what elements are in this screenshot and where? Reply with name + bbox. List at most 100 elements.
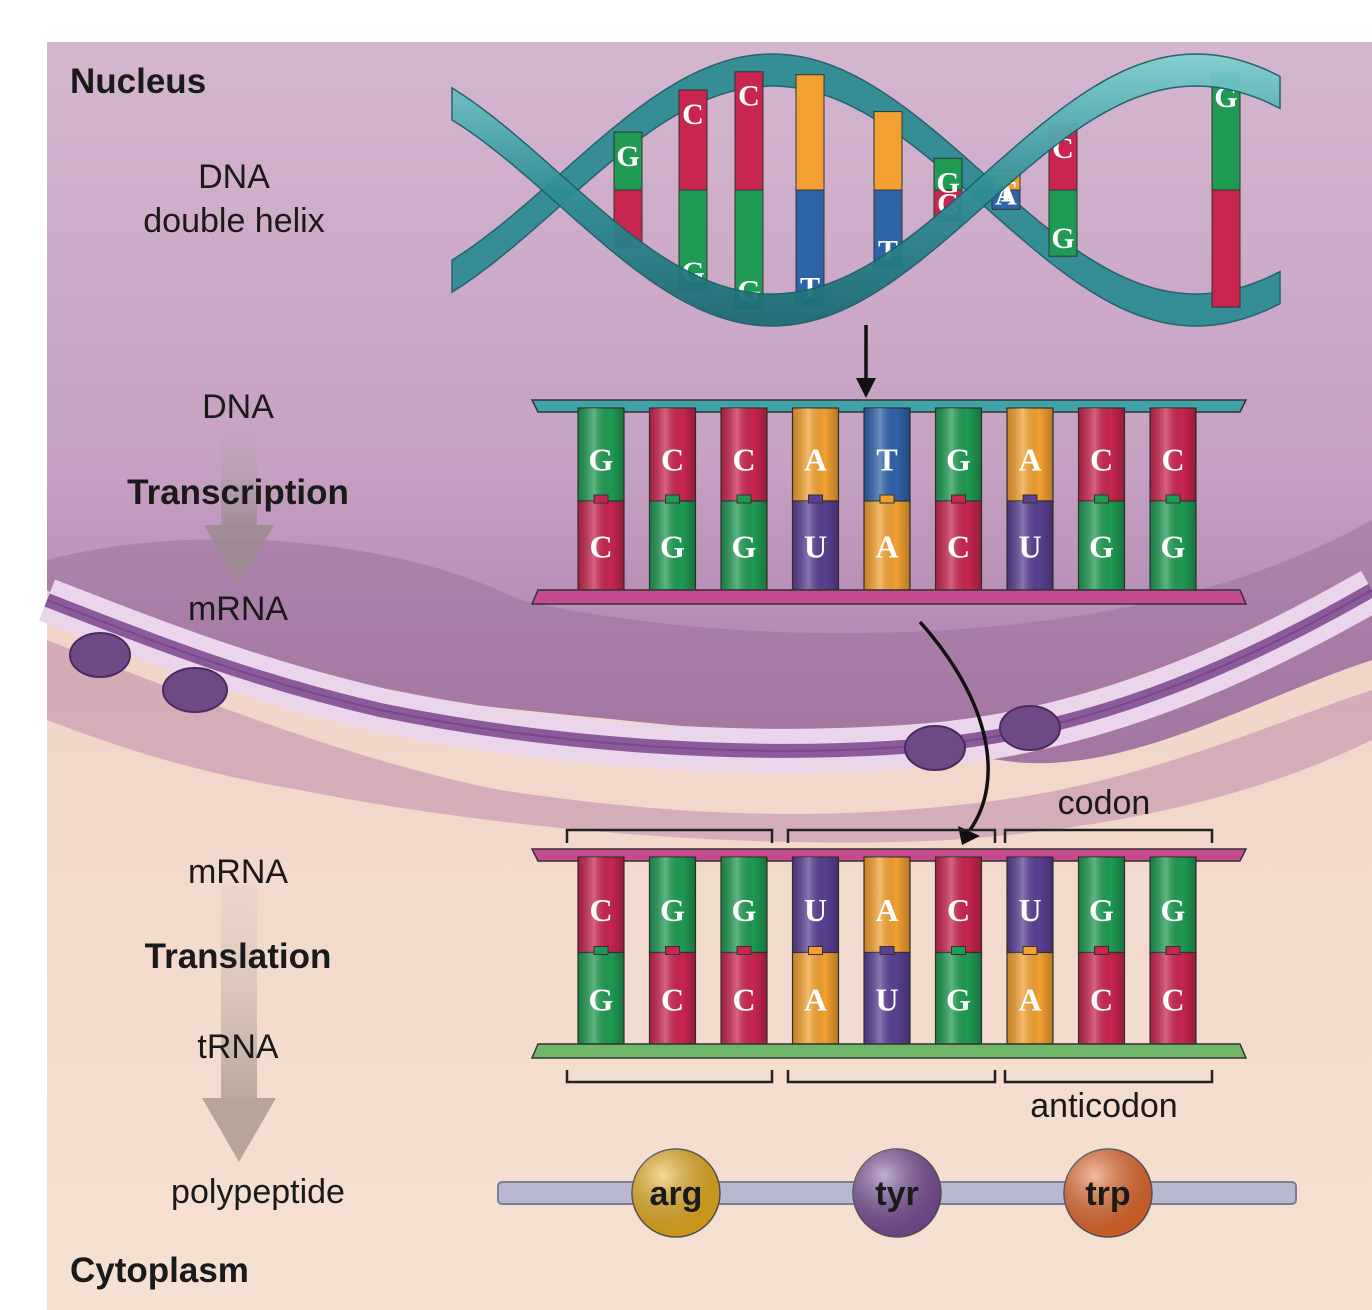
translation-top-letter-3: U xyxy=(804,892,827,928)
translation-bottom-base-3: A xyxy=(791,946,840,1045)
helix-top-letter-1: C xyxy=(682,98,704,131)
translation-bottom-letter-5: G xyxy=(946,981,971,1017)
transcription-bottom-letter-2: G xyxy=(732,529,757,565)
transcription-bottom-base-7: G xyxy=(1077,494,1126,591)
transcription-top-base-8: C xyxy=(1149,407,1197,502)
translation-top-letter-7: G xyxy=(1089,892,1114,928)
translation-bottom-base-5: G xyxy=(934,946,983,1045)
helix-base-pair-3: T xyxy=(795,74,825,306)
transcription-top-letter-7: C xyxy=(1090,442,1113,478)
amino-acid-label-0: arg xyxy=(650,1175,703,1213)
translation-bottom-letter-1: C xyxy=(661,981,684,1017)
helix-back-strand xyxy=(451,53,1281,327)
transcription-label: Transcription xyxy=(127,473,349,512)
translation-bottom-base-8: C xyxy=(1149,946,1197,1045)
translation-top-letter-0: C xyxy=(589,892,612,928)
nuclear-envelope xyxy=(39,570,1372,773)
transcription-bottom-base-8: G xyxy=(1149,494,1197,591)
translation-bottom-base-1: C xyxy=(648,946,697,1045)
translation-top-base-4: A xyxy=(863,856,911,954)
helix-base-pair-2: CG xyxy=(734,71,764,309)
helix-bottom-letter-7: G xyxy=(1051,222,1074,255)
dna-label: DNA xyxy=(202,388,274,426)
transcription-top-letter-3: A xyxy=(804,442,827,478)
translation-bottom-letter-7: C xyxy=(1090,981,1113,1017)
helix-base-pair-4: T xyxy=(873,111,903,269)
helix-top-letter-5: G xyxy=(936,166,959,199)
transcription-bottom-letter-5: C xyxy=(947,529,970,565)
cytoplasm-label: Cytoplasm xyxy=(70,1251,249,1290)
translation-bottom-base-6: A xyxy=(1006,946,1054,1045)
transcription-top-base-0: G xyxy=(577,407,625,502)
helix-base-pair-1: CG xyxy=(678,89,708,291)
translation-bottom-letter-0: G xyxy=(589,981,614,1017)
translation-bottom-letter-4: U xyxy=(875,981,898,1017)
mrna-nucleus-label: mRNA xyxy=(187,590,289,628)
translation-top-base-6: U xyxy=(1006,856,1054,954)
transcription-bottom-letter-7: G xyxy=(1089,529,1114,565)
transcription-top-base-3: A xyxy=(791,407,840,502)
transcription-top-letter-8: C xyxy=(1161,442,1184,478)
translation-bottom-base-4: U xyxy=(863,946,911,1045)
transcription-top-base-5: G xyxy=(934,407,983,502)
translation-top-base-8: G xyxy=(1149,856,1197,954)
polypeptide-label: polypeptide xyxy=(171,1173,345,1211)
amino-acid-label-2: trp xyxy=(1085,1175,1130,1213)
transcription-bottom-base-5: C xyxy=(934,494,983,591)
nucleus-label: Nucleus xyxy=(70,62,207,101)
transcription-top-base-7: C xyxy=(1077,407,1126,502)
helix-base-pair-8: G xyxy=(1211,72,1241,308)
amino-acid-tyr: tyr xyxy=(852,1148,942,1238)
translation-arrow xyxy=(202,885,276,1162)
translation-top-base-1: G xyxy=(648,856,697,954)
amino-acid-arg: arg xyxy=(631,1148,721,1238)
transcription-bottom-base-3: U xyxy=(791,494,840,591)
translation-bottom-base-2: C xyxy=(720,946,768,1045)
translation-top-base-2: G xyxy=(720,856,768,954)
mrna-cytoplasm-label: mRNA xyxy=(187,853,289,891)
translation-bottom-letter-2: C xyxy=(732,981,755,1017)
amino-acid-trp: trp xyxy=(1063,1148,1153,1238)
polypeptide-chain: arg tyr trp xyxy=(497,1148,1297,1238)
translation-top-letter-6: U xyxy=(1018,892,1041,928)
codon-brackets xyxy=(565,828,1214,843)
transcription-top-base-1: C xyxy=(648,407,697,502)
transcription-arrow xyxy=(204,430,274,585)
transcription-bottom-letter-4: A xyxy=(875,529,898,565)
codon-label: codon xyxy=(1057,784,1151,822)
nuclear-pore xyxy=(69,632,1061,771)
transcription-top-letter-6: A xyxy=(1018,442,1041,478)
helix-to-dna-arrow xyxy=(856,325,876,398)
anticodon-brackets xyxy=(565,1070,1214,1084)
transcription-bottom-base-4: A xyxy=(863,494,911,591)
translation-top-base-3: U xyxy=(791,856,840,954)
helix-front-strand xyxy=(451,53,1281,327)
transcription-bottom-letter-0: C xyxy=(589,529,612,565)
dna-double-helix-label-line1: DNA xyxy=(198,158,270,196)
dna-double-helix-label-line2: double helix xyxy=(143,202,325,240)
translation-top-letter-4: A xyxy=(875,892,898,928)
transcription-bottom-base-1: G xyxy=(648,494,697,591)
transcription-bottom-letter-6: U xyxy=(1018,529,1041,565)
transcription-bottom-base-2: G xyxy=(720,494,768,591)
helix-top-letter-2: C xyxy=(738,80,760,113)
amino-acid-label-1: tyr xyxy=(875,1175,918,1213)
transcription-top-base-2: C xyxy=(720,407,768,502)
transcription-top-letter-5: G xyxy=(946,442,971,478)
transcription-bottom-base-0: C xyxy=(577,494,625,591)
transcription-top-base-6: A xyxy=(1006,407,1054,502)
translation-top-base-5: C xyxy=(934,856,983,954)
translation-top-letter-5: C xyxy=(947,892,970,928)
transcription-top-letter-2: C xyxy=(732,442,755,478)
transcription-top-letter-4: T xyxy=(876,442,897,478)
transcription-bottom-letter-1: G xyxy=(660,529,685,565)
translation-top-letter-2: G xyxy=(732,892,757,928)
transcription-bottom-base-6: U xyxy=(1006,494,1054,591)
transcription-bottom-letter-8: G xyxy=(1161,529,1186,565)
translation-top-letter-1: G xyxy=(660,892,685,928)
anticodon-label: anticodon xyxy=(1030,1087,1178,1125)
helix-top-letter-0: G xyxy=(616,140,639,173)
